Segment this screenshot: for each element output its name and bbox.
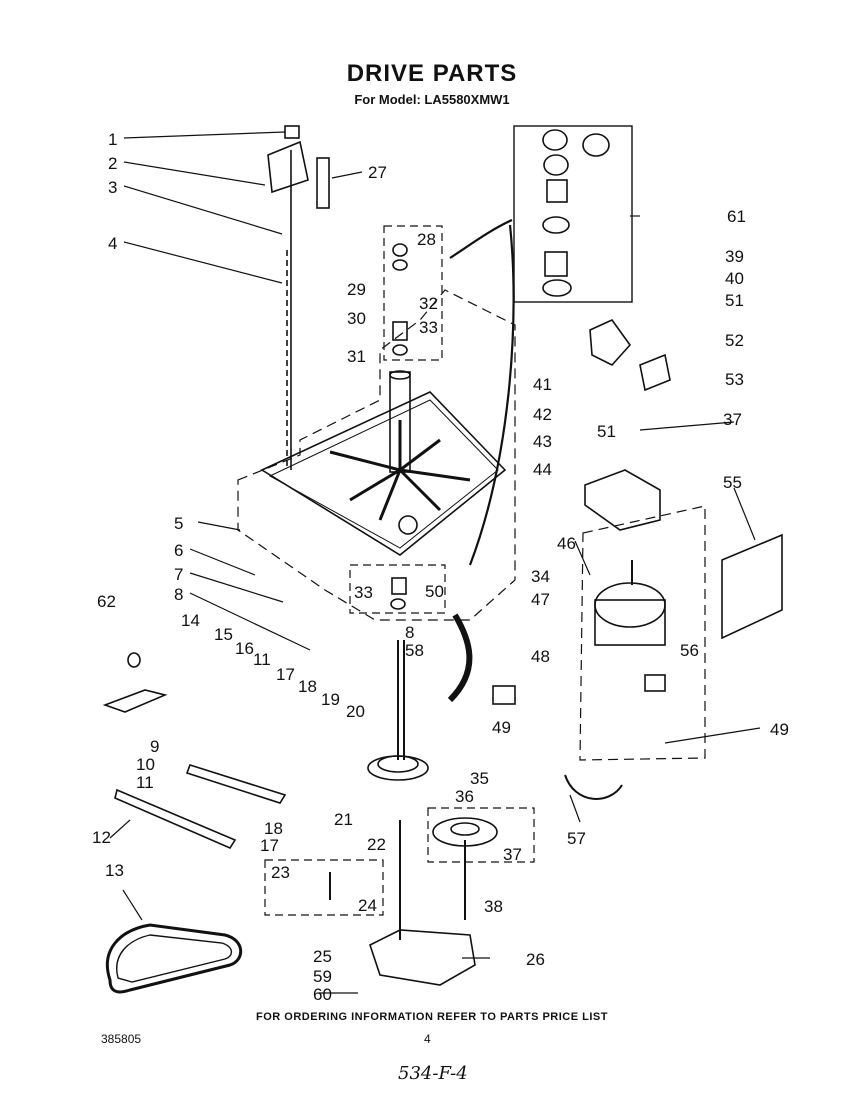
page-title: DRIVE PARTS — [346, 60, 518, 87]
callout-59: 59 — [313, 967, 332, 986]
gearcase-shape — [369, 929, 476, 986]
callout-34: 34 — [531, 567, 550, 586]
callout-3: 3 — [108, 178, 117, 197]
callout-50: 50 — [425, 582, 444, 601]
callout-28: 28 — [417, 230, 436, 249]
callout-8a: 8 — [174, 585, 183, 604]
callout-35: 35 — [470, 769, 489, 788]
model-line: For Model: LA5580XMW1 — [0, 92, 864, 107]
callout-7: 7 — [174, 565, 183, 584]
handwritten-note: 534-F-4 — [398, 1063, 468, 1084]
callout-13: 13 — [105, 861, 124, 880]
callout-2: 2 — [108, 154, 117, 173]
callout-27: 27 — [368, 163, 387, 182]
callout-58: 58 — [405, 641, 424, 660]
callout-18a: 18 — [298, 677, 317, 696]
callout-15: 15 — [214, 625, 233, 644]
callout-30: 30 — [347, 309, 366, 328]
callout-1: 1 — [108, 130, 117, 149]
callout-5: 5 — [174, 514, 183, 533]
callout-11b: 11 — [136, 773, 154, 792]
callout-61: 61 — [727, 207, 746, 226]
callout-56: 56 — [680, 641, 699, 660]
nut-1-shape — [284, 125, 300, 139]
callout-49b: 49 — [770, 720, 789, 739]
callout-9: 9 — [150, 737, 159, 756]
callout-46: 46 — [557, 534, 576, 553]
callout-37b: 37 — [503, 845, 522, 864]
callout-21: 21 — [334, 810, 353, 829]
callout-40: 40 — [725, 269, 744, 288]
callout-41: 41 — [533, 375, 552, 394]
callout-10: 10 — [136, 755, 155, 774]
model-number: LA5580XMW1 — [424, 92, 510, 107]
callout-19: 19 — [321, 690, 340, 709]
callout-51b: 51 — [597, 422, 616, 441]
callout-47: 47 — [531, 590, 550, 609]
callout-14: 14 — [181, 611, 200, 630]
callout-18b: 18 — [264, 819, 283, 838]
callout-33b: 33 — [354, 583, 373, 602]
callout-52: 52 — [725, 331, 744, 350]
callout-37a: 37 — [723, 410, 742, 429]
callout-62: 62 — [97, 592, 116, 611]
callout-32: 32 — [419, 294, 438, 313]
strip-27-shape — [316, 157, 330, 209]
callout-36: 36 — [455, 787, 474, 806]
box-61 — [513, 125, 633, 303]
bracket-2-shape — [267, 140, 309, 194]
callout-60: 60 — [313, 985, 332, 1004]
callout-42: 42 — [533, 405, 552, 424]
callout-12: 12 — [92, 828, 111, 847]
callout-25: 25 — [313, 947, 332, 966]
callout-49a: 49 — [492, 718, 511, 737]
callout-24: 24 — [358, 896, 377, 915]
bearing-61-shape — [546, 179, 568, 203]
callout-22: 22 — [367, 835, 386, 854]
callout-33a: 33 — [419, 318, 438, 337]
callout-43: 43 — [533, 432, 552, 451]
callout-17b: 17 — [260, 836, 279, 855]
callout-55: 55 — [723, 473, 742, 492]
callout-44: 44 — [533, 460, 552, 479]
model-prefix: For Model: — [354, 92, 421, 107]
base-plate-shape — [260, 391, 507, 556]
callout-38: 38 — [484, 897, 503, 916]
document-number: 385805 — [101, 1032, 142, 1046]
callout-8b: 8 — [405, 623, 414, 642]
callout-4: 4 — [108, 234, 117, 253]
callout-23: 23 — [271, 863, 290, 882]
callout-53: 53 — [725, 370, 744, 389]
belt-13-shape — [105, 923, 243, 994]
callout-6: 6 — [174, 541, 183, 560]
callout-29: 29 — [347, 280, 366, 299]
spider-shape — [329, 420, 471, 521]
box-28-33 — [383, 225, 443, 361]
callout-39: 39 — [725, 247, 744, 266]
callout-51a: 51 — [725, 291, 744, 310]
callout-17a: 17 — [276, 665, 295, 684]
callout-16: 16 — [235, 639, 254, 658]
page-number: 4 — [424, 1032, 431, 1046]
callout-labels: 1 2 3 4 5 6 7 8 8 9 10 11 11 12 13 14 15… — [92, 130, 789, 1004]
callout-31: 31 — [347, 347, 366, 366]
callout-20: 20 — [346, 702, 365, 721]
callout-48: 48 — [531, 647, 550, 666]
ordering-note: FOR ORDERING INFORMATION REFER TO PARTS … — [256, 1011, 608, 1023]
callout-26: 26 — [526, 950, 545, 969]
shield-55-shape — [721, 533, 783, 640]
box-46 — [579, 505, 706, 761]
callout-57: 57 — [567, 829, 586, 848]
callout-11a: 11 — [253, 650, 271, 669]
base-outline — [237, 289, 516, 621]
